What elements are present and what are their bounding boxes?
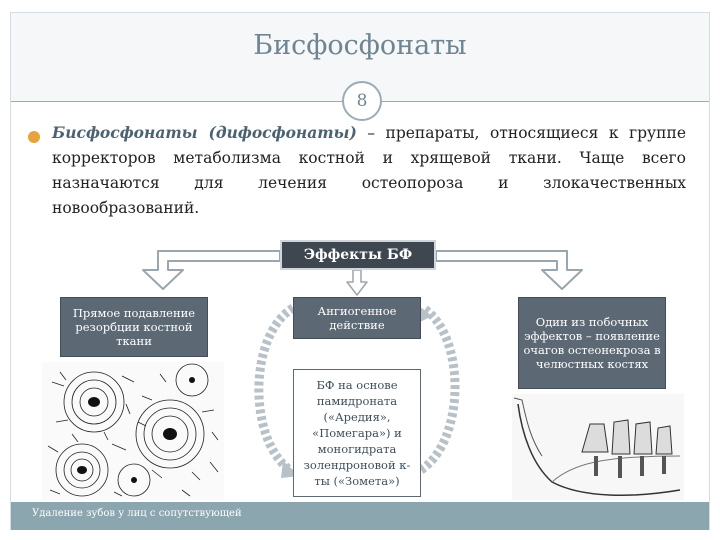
slide-number: 8 <box>342 81 382 121</box>
bone-histology-image <box>42 362 224 500</box>
footer-text: Удаление зубов у лиц с сопутствующей <box>32 508 242 519</box>
effect-resorption-box: Прямое подавление резорбции костной ткан… <box>60 297 208 357</box>
bullet-icon <box>28 131 40 143</box>
footer-bar <box>11 502 709 530</box>
jaw-xray-image <box>512 394 684 500</box>
intro-text: – препараты, относящиеся к группе коррек… <box>52 124 686 217</box>
drug-list-box: БФ на основе памидроната («Аредия», «Пом… <box>293 369 421 497</box>
intro-term: Бисфосфонаты (дифосфонаты) <box>52 123 357 142</box>
effect-angiogenic-box: Ангиогенное действие <box>293 297 421 339</box>
intro-paragraph: Бисфосфонаты (дифосфонаты) – препараты, … <box>52 120 686 221</box>
effect-side-effect-box: Один из побочных эффектов – появление оч… <box>518 297 666 389</box>
effects-box: Эффекты БФ <box>280 240 436 270</box>
slide-title: Бисфосфонаты <box>253 30 467 61</box>
